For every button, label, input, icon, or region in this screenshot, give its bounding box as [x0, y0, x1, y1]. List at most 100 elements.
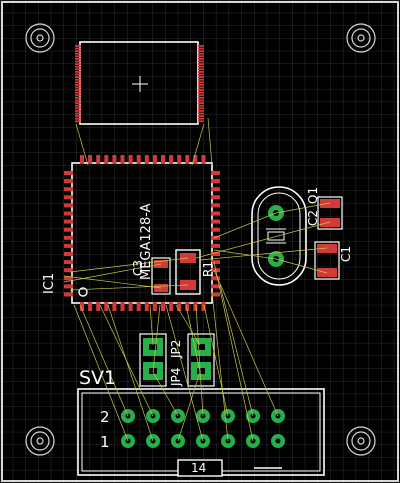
module-pad[interactable]	[75, 91, 81, 94]
capacitor-c2[interactable]	[317, 196, 343, 230]
mcu-pad[interactable]	[80, 155, 84, 164]
mcu-pad[interactable]	[64, 195, 73, 200]
module-pad[interactable]	[198, 110, 204, 112]
module-footprint[interactable]	[75, 41, 204, 125]
module-pad[interactable]	[198, 58, 204, 60]
module-pad[interactable]	[75, 47, 81, 50]
mcu-pad[interactable]	[64, 227, 73, 232]
module-pad[interactable]	[198, 107, 204, 110]
module-pad[interactable]	[75, 76, 81, 78]
module-pad[interactable]	[75, 60, 81, 63]
mcu-pad[interactable]	[144, 155, 149, 164]
module-pad[interactable]	[198, 45, 204, 47]
mcu-pad[interactable]	[112, 155, 117, 164]
mcu-pad[interactable]	[64, 260, 73, 265]
mcu-pad[interactable]	[64, 235, 73, 240]
module-pad[interactable]	[198, 104, 204, 107]
module-pad[interactable]	[75, 50, 81, 52]
module-pad[interactable]	[75, 120, 81, 123]
module-pad[interactable]	[75, 68, 81, 71]
module-pad[interactable]	[198, 115, 204, 117]
mcu-pad[interactable]	[211, 276, 220, 281]
mcu-pad[interactable]	[211, 292, 220, 297]
mcu-pad[interactable]	[211, 219, 220, 224]
capacitor-c1[interactable]	[314, 241, 340, 280]
mcu-pad[interactable]	[185, 302, 190, 311]
module-pad[interactable]	[198, 84, 204, 86]
mcu-ic1[interactable]	[64, 155, 220, 311]
module-pad[interactable]	[198, 50, 204, 52]
mcu-pad[interactable]	[193, 155, 198, 164]
module-pad[interactable]	[198, 97, 204, 99]
module-pad[interactable]	[75, 117, 81, 120]
module-pad[interactable]	[198, 47, 204, 50]
module-pad[interactable]	[198, 55, 204, 58]
mcu-pad[interactable]	[211, 243, 220, 248]
mcu-pad[interactable]	[64, 219, 73, 224]
mcu-pad[interactable]	[128, 155, 133, 164]
mcu-pad[interactable]	[161, 302, 165, 311]
module-pad[interactable]	[75, 78, 81, 81]
module-pad[interactable]	[75, 73, 81, 76]
mcu-pad[interactable]	[211, 235, 220, 240]
mcu-pad[interactable]	[80, 302, 84, 311]
module-pad[interactable]	[75, 112, 81, 115]
mcu-pad[interactable]	[96, 302, 101, 311]
mcu-pad[interactable]	[88, 155, 93, 164]
mcu-pad[interactable]	[64, 179, 73, 184]
mcu-pad[interactable]	[193, 302, 198, 311]
mcu-pad[interactable]	[211, 227, 220, 232]
mcu-pad[interactable]	[64, 171, 73, 175]
mcu-pad[interactable]	[136, 155, 141, 164]
module-pad[interactable]	[75, 110, 81, 112]
mounting-hole-bottom-left[interactable]	[25, 426, 55, 456]
mcu-pad[interactable]	[211, 252, 220, 256]
mcu-pad[interactable]	[136, 302, 141, 311]
mcu-pad[interactable]	[169, 302, 174, 311]
mcu-pad[interactable]	[211, 203, 220, 208]
module-pad[interactable]	[198, 99, 204, 102]
mcu-pad[interactable]	[128, 302, 133, 311]
mcu-pad[interactable]	[211, 260, 220, 265]
mounting-hole-top-right[interactable]	[346, 23, 376, 53]
mcu-pad[interactable]	[211, 211, 220, 216]
module-pad[interactable]	[198, 52, 204, 55]
mcu-pad[interactable]	[144, 302, 149, 311]
module-pad[interactable]	[198, 117, 204, 120]
mcu-pad[interactable]	[152, 155, 157, 164]
module-pad[interactable]	[75, 94, 81, 97]
module-pad[interactable]	[75, 71, 81, 73]
module-pad[interactable]	[198, 63, 204, 65]
mcu-pad[interactable]	[201, 155, 206, 164]
module-pad[interactable]	[198, 60, 204, 63]
module-pad[interactable]	[75, 52, 81, 55]
module-pad[interactable]	[198, 65, 204, 68]
mcu-pad[interactable]	[64, 284, 73, 289]
module-pad[interactable]	[198, 112, 204, 115]
mcu-pad[interactable]	[88, 302, 93, 311]
mcu-pad[interactable]	[161, 155, 165, 164]
mcu-pad[interactable]	[64, 292, 73, 297]
module-pad[interactable]	[75, 99, 81, 102]
mcu-pad[interactable]	[64, 243, 73, 248]
module-pad[interactable]	[75, 81, 81, 84]
mcu-pad[interactable]	[112, 302, 117, 311]
module-pad[interactable]	[198, 86, 204, 89]
module-pad[interactable]	[75, 45, 81, 47]
mcu-pad[interactable]	[64, 268, 73, 273]
mcu-pad[interactable]	[120, 302, 125, 311]
mcu-pad[interactable]	[177, 302, 182, 311]
mcu-pad[interactable]	[64, 211, 73, 216]
mcu-pad[interactable]	[120, 155, 125, 164]
module-pad[interactable]	[75, 115, 81, 117]
module-pad[interactable]	[75, 86, 81, 89]
mcu-pad[interactable]	[64, 252, 73, 256]
mounting-hole-top-left[interactable]	[25, 23, 55, 53]
mcu-pad[interactable]	[211, 195, 220, 200]
module-pad[interactable]	[75, 107, 81, 110]
module-pad[interactable]	[198, 89, 204, 91]
mcu-pad[interactable]	[152, 302, 157, 311]
mounting-hole-bottom-right[interactable]	[346, 426, 376, 456]
mcu-pad[interactable]	[211, 179, 220, 184]
